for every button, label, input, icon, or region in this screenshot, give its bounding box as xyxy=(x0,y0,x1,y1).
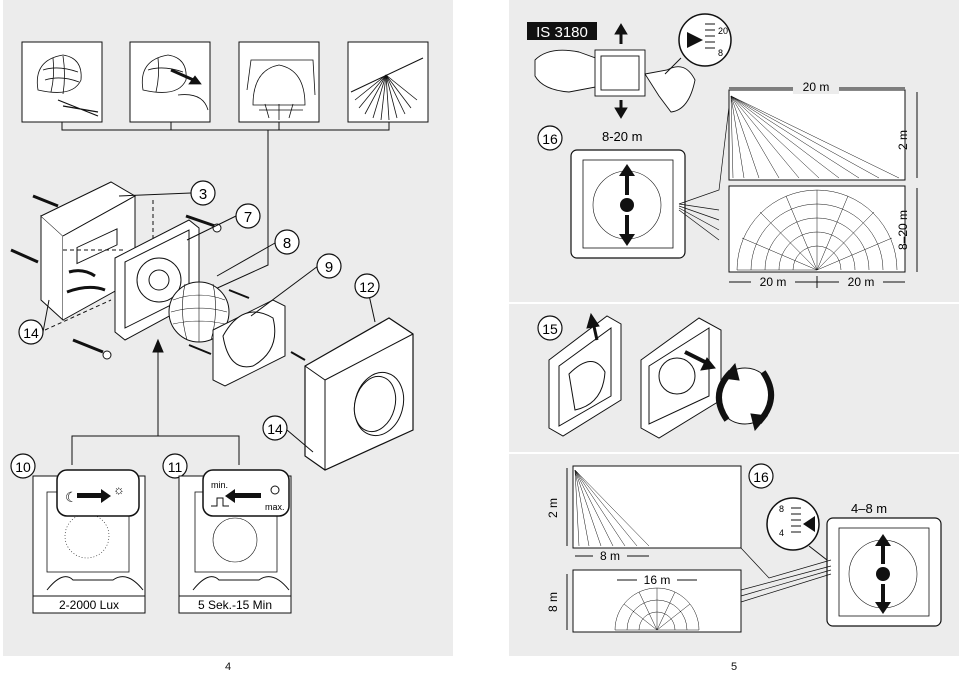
callout-16-bottom: 16 xyxy=(748,463,774,489)
device-open-illustration xyxy=(548,312,774,439)
screw-5 xyxy=(188,344,212,355)
svg-text:max.: max. xyxy=(265,502,285,512)
screw-bottom xyxy=(72,338,112,360)
lens-remove-illustration xyxy=(141,54,209,111)
callout-10: 10 xyxy=(10,453,36,479)
section-divider-2 xyxy=(509,452,959,454)
svg-text:9: 9 xyxy=(325,259,333,276)
fan-pattern-illustration xyxy=(350,57,424,121)
callout-9: 9 xyxy=(316,253,342,279)
svg-text:8 m: 8 m xyxy=(546,592,560,612)
right-page-diagram: IS 3180 20 8 16 8-20 m xyxy=(509,13,959,633)
hand-adjust-illustration xyxy=(534,23,696,119)
svg-text:20 m: 20 m xyxy=(803,80,830,94)
svg-text:14: 14 xyxy=(23,325,39,341)
right-page: IS 3180 20 8 16 8-20 m xyxy=(509,0,959,656)
side-view-bottom: 2 m 8 m xyxy=(546,465,742,563)
clock-icon xyxy=(270,485,280,495)
top-view-top: 8–20 m 20 m 20 m xyxy=(728,185,918,289)
dial-magnifier-bottom: 8 4 xyxy=(766,497,828,561)
lens-cut-illustration xyxy=(36,54,99,117)
panel-10-lux: ☾ ☼ 2-2000 Lux xyxy=(32,469,146,614)
svg-text:4: 4 xyxy=(779,528,784,538)
screw-6 xyxy=(290,351,306,361)
dial-magnifier-top: 20 8 xyxy=(664,13,732,75)
frame-bracket xyxy=(61,122,390,131)
svg-text:2 m: 2 m xyxy=(546,498,560,518)
svg-text:10: 10 xyxy=(15,459,31,475)
screw-4 xyxy=(228,289,250,299)
svg-text:12: 12 xyxy=(359,279,375,295)
callout-3: 3 xyxy=(190,180,216,206)
section-divider-1 xyxy=(509,302,959,304)
svg-text:8: 8 xyxy=(779,504,784,514)
bracket-leader xyxy=(212,130,269,291)
panel-11-caption: 5 Sek.-15 Min xyxy=(198,598,272,612)
connector-lines-bottom xyxy=(740,547,832,603)
left-page-diagram: 3 7 8 9 12 14 14 10 11 ☾ ☼ 2-2000 Lux mi… xyxy=(10,41,429,614)
dome-illustration xyxy=(246,59,316,120)
sensor-device-bottom xyxy=(826,517,942,627)
callout-16-top: 16 xyxy=(537,125,563,151)
connector-lines-top xyxy=(678,89,732,241)
svg-text:IS 3180: IS 3180 xyxy=(536,24,588,41)
sun-icon: ☼ xyxy=(113,482,125,497)
svg-text:7: 7 xyxy=(244,209,252,226)
screw-top-left xyxy=(32,194,59,208)
left-page: 3 7 8 9 12 14 14 10 11 ☾ ☼ 2-2000 Lux mi… xyxy=(3,0,453,656)
callout-14-bottom: 14 xyxy=(262,415,288,441)
svg-text:16: 16 xyxy=(753,469,769,485)
moon-icon: ☾ xyxy=(65,489,78,505)
svg-text:3: 3 xyxy=(199,186,207,203)
range-label-top: 8-20 m xyxy=(602,129,642,144)
model-label: IS 3180 xyxy=(527,22,597,41)
svg-text:8 m: 8 m xyxy=(600,549,620,563)
svg-text:11: 11 xyxy=(168,459,183,475)
panel-11-time: min. max. 5 Sek.-15 Min xyxy=(178,469,292,614)
top-view-bottom: 16 m 8 m xyxy=(546,569,742,633)
screw-left xyxy=(10,248,39,264)
callout-8: 8 xyxy=(274,229,300,255)
page-number-right: 5 xyxy=(731,661,738,673)
svg-text:2 m: 2 m xyxy=(896,130,910,150)
side-view-top: 20 m 2 m xyxy=(728,80,918,181)
callout-7: 7 xyxy=(235,203,261,229)
callout-15: 15 xyxy=(537,315,563,341)
svg-text:14: 14 xyxy=(267,421,283,437)
exploded-assembly xyxy=(10,181,414,471)
svg-text:8: 8 xyxy=(283,235,291,252)
callout-14-left: 14 xyxy=(18,319,44,345)
svg-text:20: 20 xyxy=(718,26,728,36)
page-number-left: 4 xyxy=(225,661,232,673)
svg-text:20 m: 20 m xyxy=(848,275,875,289)
callout-11: 11 xyxy=(162,453,188,479)
panel-10-caption: 2-2000 Lux xyxy=(59,598,119,612)
sensor-device-top xyxy=(570,149,686,259)
svg-text:8: 8 xyxy=(718,48,723,58)
range-label-bottom: 4–8 m xyxy=(851,501,887,516)
svg-text:16 m: 16 m xyxy=(644,573,671,587)
svg-text:20 m: 20 m xyxy=(760,275,787,289)
svg-text:15: 15 xyxy=(542,321,558,337)
callout-leaders xyxy=(42,192,376,465)
svg-text:8–20 m: 8–20 m xyxy=(896,210,910,250)
svg-text:16: 16 xyxy=(542,131,558,147)
callout-12: 12 xyxy=(354,273,380,299)
svg-text:min.: min. xyxy=(211,480,228,490)
